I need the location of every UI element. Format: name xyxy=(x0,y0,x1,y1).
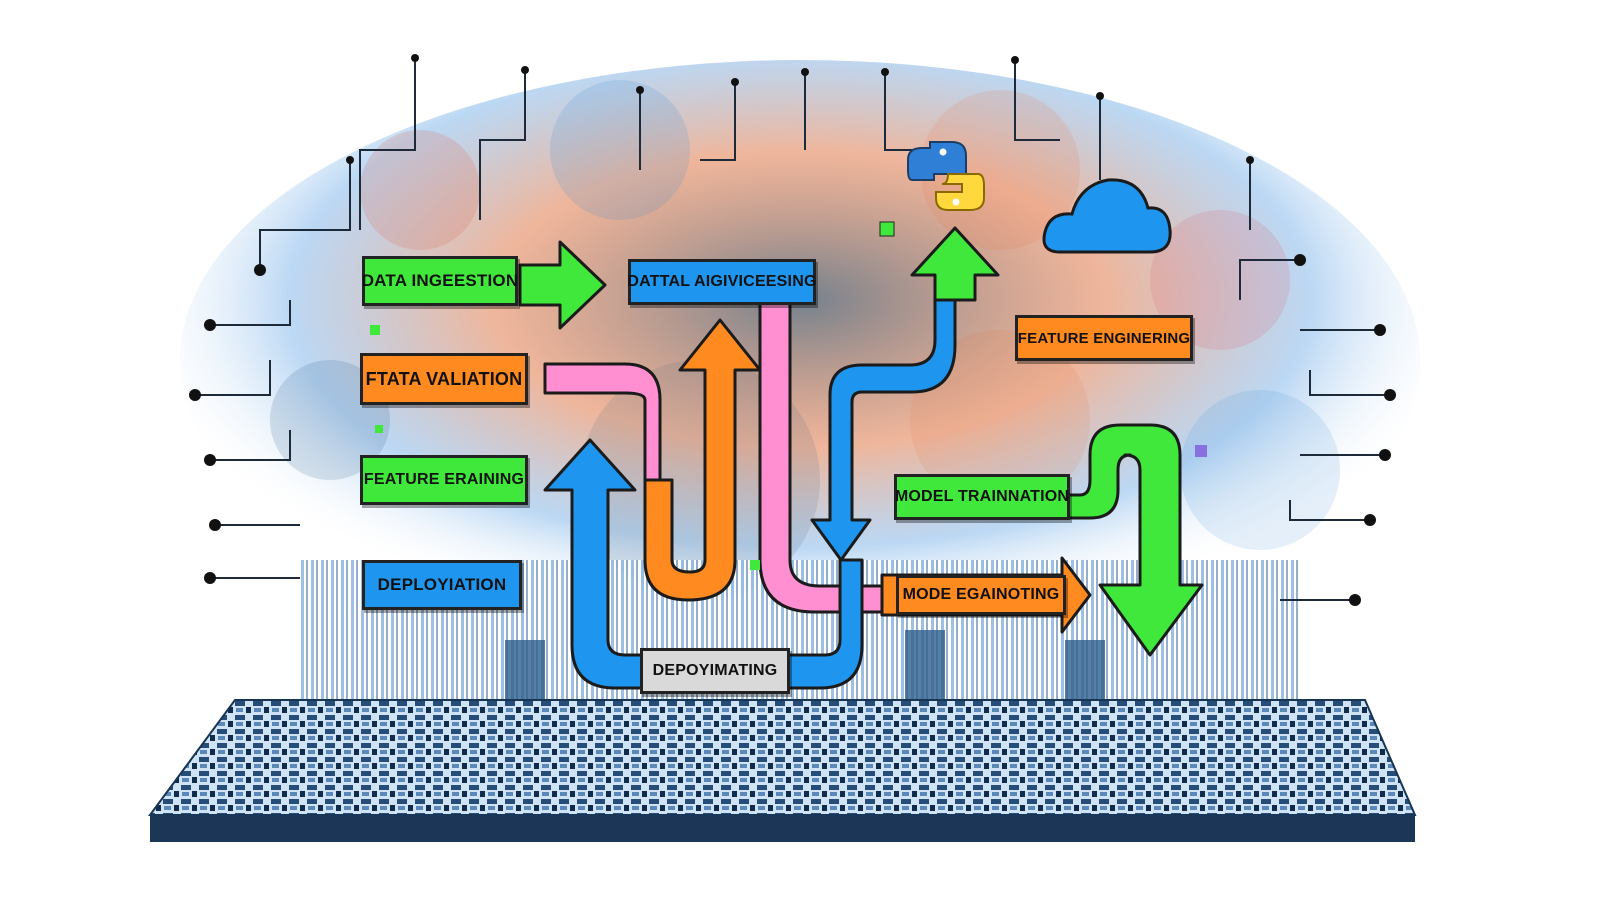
cloud-icon xyxy=(1042,178,1172,254)
circuit-traces xyxy=(195,58,1390,601)
python-logo-icon xyxy=(907,141,985,211)
deploy-bottom-label: DEPOYIMATING xyxy=(640,648,790,694)
data-ingestion-label: DATA INGEESTION xyxy=(362,256,518,306)
platform-edge xyxy=(150,815,1415,842)
model-evaluating-label: MODE EGAINOTING xyxy=(896,575,1066,615)
circuit-platform xyxy=(148,699,1417,816)
data-processing-label: DATTAL AIGIVICEESING xyxy=(627,259,816,305)
deployment-left-label: DEPLOYIATION xyxy=(362,560,522,610)
data-validation-label: FTATA VALIATION xyxy=(360,353,528,405)
feature-engineering-label: FEATURE ENGINERING xyxy=(1015,315,1193,361)
floating-squares xyxy=(370,221,1207,570)
model-training-label: MODEL TRAINNATION xyxy=(894,474,1070,520)
circuit-nodes xyxy=(189,54,1396,606)
feature-training-label: FEATURE ERAINING xyxy=(360,455,528,505)
